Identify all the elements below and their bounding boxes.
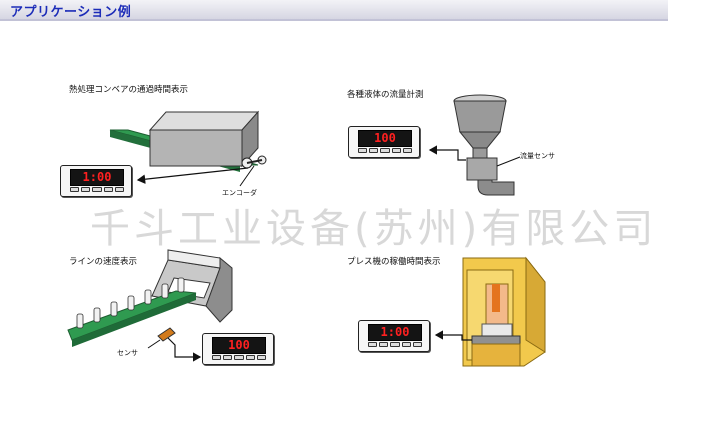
meter-key [380, 148, 390, 153]
meter-key [92, 187, 102, 192]
heat-conveyor-caption: 熱処理コンベアの通過時間表示 [69, 85, 189, 95]
meter-key [103, 187, 113, 192]
liquid-flow-display-value: 100 [358, 130, 412, 147]
meter-key [390, 342, 400, 347]
press-illustration [434, 256, 546, 367]
heat-conveyor-display-value: 1:00 [70, 169, 124, 186]
flow-sensor-label: 流量センサ [520, 152, 555, 160]
meter-key [379, 342, 389, 347]
encoder-label: エンコーダ [222, 189, 257, 197]
meter-key [368, 342, 378, 347]
liquid-flow-display-meter: 100 [348, 126, 420, 158]
meter-key [369, 148, 379, 153]
line-speed-display-meter: 100 [202, 333, 274, 365]
meter-key [401, 342, 411, 347]
meter-keys [368, 342, 423, 347]
press-display-meter: 1:00 [358, 320, 430, 352]
meter-key [402, 148, 413, 153]
meter-key [234, 355, 244, 360]
sensor-label: センサ [117, 349, 138, 357]
meter-key [81, 187, 91, 192]
meter-key [114, 187, 125, 192]
meter-key [212, 355, 222, 360]
meter-keys [358, 148, 413, 153]
meter-key [245, 355, 255, 360]
line-speed-illustration [67, 249, 233, 362]
heat-conveyor-illustration [109, 110, 267, 187]
section-title: アプリケーション例 [10, 5, 132, 20]
meter-key [256, 355, 267, 360]
heat-conveyor-display-meter: 1:00 [60, 165, 132, 197]
meter-keys [212, 355, 267, 360]
meter-key [412, 342, 423, 347]
watermark-text: 千斗工业设备(苏州)有限公司 [90, 206, 658, 252]
line-speed-caption: ラインの速度表示 [69, 257, 138, 267]
press-display-value: 1:00 [368, 324, 422, 341]
liquid-flow-illustration [428, 94, 521, 196]
meter-keys [70, 187, 125, 192]
press-caption: プレス機の稼働時間表示 [347, 257, 441, 267]
meter-key [70, 187, 80, 192]
meter-key [391, 148, 401, 153]
liquid-flow-caption: 各種液体の流量計測 [347, 90, 424, 100]
meter-key [358, 148, 368, 153]
meter-key [223, 355, 233, 360]
section-header: アプリケーション例 [0, 0, 668, 21]
line-speed-display-value: 100 [212, 337, 266, 354]
